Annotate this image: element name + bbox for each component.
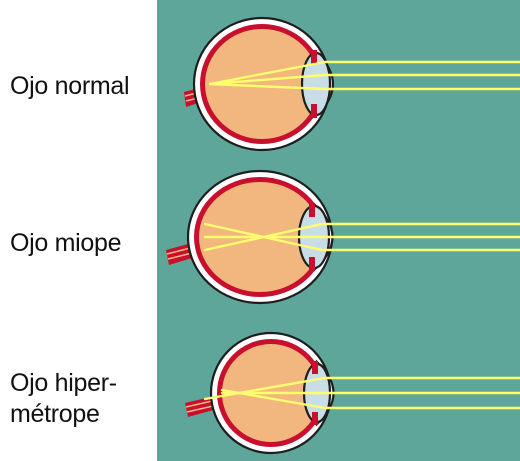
iris-top [312, 361, 318, 374]
iris-bottom [312, 412, 318, 425]
iris-top [311, 50, 317, 64]
iris-bottom [311, 104, 317, 118]
iris-top [309, 203, 315, 217]
iris-bottom [309, 257, 315, 271]
